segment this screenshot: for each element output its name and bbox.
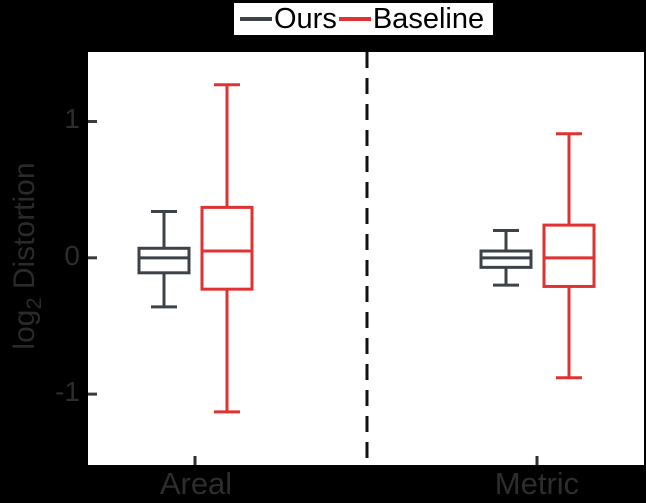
plot-area bbox=[86, 50, 646, 467]
y-tick-label-1: 1 bbox=[64, 103, 80, 134]
x-category-label-areal: Areal bbox=[159, 466, 233, 501]
y-tick-label-neg1: -1 bbox=[55, 376, 80, 407]
boxplot-ours-areal bbox=[137, 209, 191, 309]
baseline-line-swatch-icon bbox=[338, 17, 371, 21]
x-category-label-metric: Metric bbox=[494, 466, 580, 501]
y-axis-label-log: log bbox=[8, 309, 41, 350]
legend-entry-ours: Ours bbox=[238, 4, 337, 34]
legend: Ours Baseline bbox=[232, 1, 495, 37]
legend-label-ours: Ours bbox=[274, 3, 337, 35]
legend-label-baseline: Baseline bbox=[372, 3, 485, 35]
ours-line-swatch-icon bbox=[240, 17, 272, 21]
boxplot-canvas bbox=[88, 52, 596, 465]
y-tick-label-0: 0 bbox=[64, 240, 80, 271]
y-axis-label-sub2: 2 bbox=[21, 297, 46, 310]
boxplot-baseline-metric bbox=[542, 132, 596, 380]
legend-entry-baseline: Baseline bbox=[337, 4, 484, 34]
y-axis-label-distortion: Distortion bbox=[8, 162, 41, 290]
axis-tick-marks bbox=[88, 120, 539, 465]
boxplot-ours-metric bbox=[479, 229, 533, 287]
boxplot-baseline-areal bbox=[200, 83, 254, 414]
